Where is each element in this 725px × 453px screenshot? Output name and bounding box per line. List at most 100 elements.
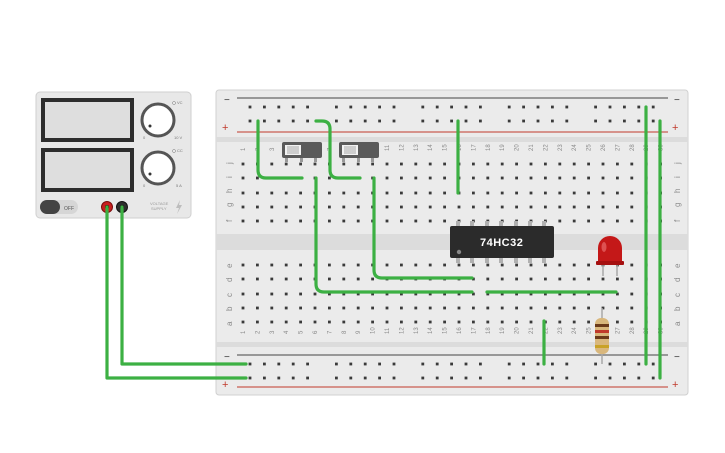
breadboard-hole[interactable] <box>472 162 475 166</box>
breadboard-hole[interactable] <box>651 119 655 123</box>
breadboard-hole[interactable] <box>536 362 540 366</box>
breadboard-hole[interactable] <box>515 176 518 180</box>
breadboard-hole[interactable] <box>263 376 266 380</box>
breadboard-hole[interactable] <box>328 219 331 223</box>
breadboard-hole[interactable] <box>256 306 259 310</box>
breadboard-hole[interactable] <box>400 306 403 310</box>
breadboard-hole[interactable] <box>385 205 389 209</box>
breadboard-hole[interactable] <box>342 162 346 166</box>
breadboard-hole[interactable] <box>356 263 360 267</box>
breadboard-hole[interactable] <box>277 105 281 109</box>
breadboard-hole[interactable] <box>565 105 569 109</box>
breadboard-hole[interactable] <box>356 320 360 324</box>
breadboard-hole[interactable] <box>385 292 389 296</box>
breadboard-hole[interactable] <box>342 292 346 296</box>
breadboard-hole[interactable] <box>623 105 626 109</box>
breadboard-hole[interactable] <box>313 320 317 324</box>
breadboard-hole[interactable] <box>500 320 504 324</box>
breadboard-hole[interactable] <box>587 176 590 180</box>
breadboard-hole[interactable] <box>356 191 360 195</box>
breadboard-hole[interactable] <box>313 306 317 310</box>
breadboard-hole[interactable] <box>507 119 511 123</box>
breadboard-hole[interactable] <box>486 277 490 281</box>
breadboard-hole[interactable] <box>515 292 518 296</box>
breadboard-hole[interactable] <box>637 376 641 380</box>
breadboard-hole[interactable] <box>529 292 533 296</box>
breadboard-hole[interactable] <box>565 362 569 366</box>
breadboard-hole[interactable] <box>594 119 597 123</box>
breadboard-hole[interactable] <box>572 292 576 296</box>
breadboard-hole[interactable] <box>371 292 374 296</box>
breadboard-hole[interactable] <box>616 176 619 180</box>
breadboard-hole[interactable] <box>400 162 403 166</box>
breadboard-hole[interactable] <box>256 219 259 223</box>
breadboard-hole[interactable] <box>594 362 597 366</box>
breadboard-hole[interactable] <box>587 205 590 209</box>
breadboard-hole[interactable] <box>630 277 634 281</box>
breadboard-hole[interactable] <box>284 191 288 195</box>
breadboard-hole[interactable] <box>414 263 418 267</box>
breadboard-hole[interactable] <box>565 376 569 380</box>
breadboard-hole[interactable] <box>558 219 562 223</box>
breadboard-hole[interactable] <box>428 292 432 296</box>
breadboard-hole[interactable] <box>594 376 597 380</box>
breadboard-hole[interactable] <box>616 292 619 296</box>
breadboard-hole[interactable] <box>450 105 453 109</box>
breadboard-hole[interactable] <box>630 176 634 180</box>
breadboard-hole[interactable] <box>356 205 360 209</box>
breadboard-hole[interactable] <box>342 320 346 324</box>
breadboard-hole[interactable] <box>313 162 317 166</box>
breadboard-hole[interactable] <box>306 362 309 366</box>
breadboard-hole[interactable] <box>306 105 309 109</box>
breadboard-hole[interactable] <box>241 219 245 223</box>
wire-switch2-supply[interactable] <box>314 119 362 180</box>
breadboard-hole[interactable] <box>601 306 605 310</box>
breadboard-hole[interactable] <box>637 105 641 109</box>
breadboard-hole[interactable] <box>608 376 612 380</box>
breadboard-hole[interactable] <box>248 376 252 380</box>
breadboard-hole[interactable] <box>349 362 353 366</box>
breadboard-hole[interactable] <box>299 277 302 281</box>
breadboard-hole[interactable] <box>342 205 346 209</box>
breadboard-hole[interactable] <box>306 376 309 380</box>
breadboard-hole[interactable] <box>363 105 367 109</box>
breadboard-hole[interactable] <box>637 362 641 366</box>
breadboard-hole[interactable] <box>443 306 446 310</box>
breadboard-hole[interactable] <box>342 191 346 195</box>
breadboard-hole[interactable] <box>558 320 562 324</box>
breadboard-hole[interactable] <box>529 205 533 209</box>
breadboard-hole[interactable] <box>342 263 346 267</box>
breadboard-hole[interactable] <box>500 205 504 209</box>
breadboard-hole[interactable] <box>371 306 374 310</box>
breadboard-hole[interactable] <box>472 320 475 324</box>
breadboard-hole[interactable] <box>472 205 475 209</box>
breadboard-hole[interactable] <box>335 376 338 380</box>
power-supply[interactable]: VC 0 10 V CC 0 5 A OFF VOLTAGE SUPPLY <box>35 91 192 219</box>
breadboard-hole[interactable] <box>572 320 576 324</box>
breadboard-hole[interactable] <box>443 219 446 223</box>
breadboard-hole[interactable] <box>522 105 525 109</box>
breadboard-hole[interactable] <box>299 205 302 209</box>
breadboard-hole[interactable] <box>291 119 295 123</box>
breadboard-hole[interactable] <box>241 162 245 166</box>
breadboard-hole[interactable] <box>248 105 252 109</box>
breadboard-hole[interactable] <box>385 320 389 324</box>
breadboard-hole[interactable] <box>385 191 389 195</box>
breadboard-hole[interactable] <box>328 306 331 310</box>
breadboard-hole[interactable] <box>284 306 288 310</box>
breadboard-hole[interactable] <box>515 205 518 209</box>
breadboard-hole[interactable] <box>421 376 425 380</box>
breadboard-hole[interactable] <box>284 292 288 296</box>
breadboard-hole[interactable] <box>443 162 446 166</box>
breadboard-hole[interactable] <box>277 362 281 366</box>
breadboard-hole[interactable] <box>443 292 446 296</box>
breadboard-hole[interactable] <box>608 362 612 366</box>
breadboard-hole[interactable] <box>529 176 533 180</box>
breadboard-hole[interactable] <box>572 306 576 310</box>
breadboard-hole[interactable] <box>616 306 619 310</box>
breadboard-hole[interactable] <box>363 376 367 380</box>
breadboard-hole[interactable] <box>651 376 655 380</box>
breadboard-hole[interactable] <box>299 320 302 324</box>
breadboard-hole[interactable] <box>616 320 619 324</box>
breadboard-hole[interactable] <box>284 320 288 324</box>
